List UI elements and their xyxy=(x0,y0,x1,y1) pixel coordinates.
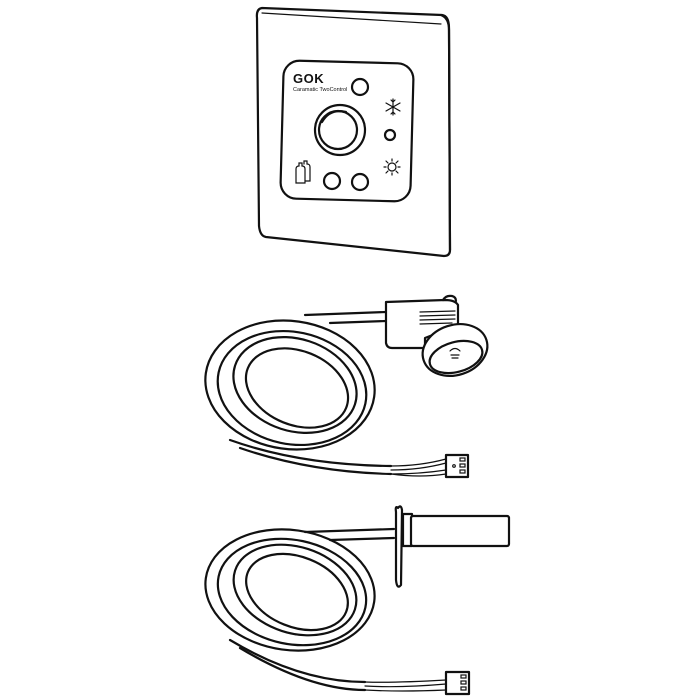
gas-button-1[interactable] xyxy=(322,171,342,191)
status-led xyxy=(383,128,397,142)
probe-sensor xyxy=(409,514,511,548)
model-label: Caramatic TwoControl xyxy=(293,87,347,93)
control-panel: GOK Caramatic TwoControl xyxy=(255,6,452,258)
probe-flange xyxy=(394,505,404,588)
gas-bottles-icon xyxy=(295,160,311,184)
snowflake-icon xyxy=(385,98,401,116)
temperature-sensor-cable xyxy=(204,505,511,696)
brand-logo: GOK xyxy=(293,71,324,86)
remote-sensor-cable xyxy=(204,294,489,479)
top-button[interactable] xyxy=(350,77,370,97)
sun-icon xyxy=(383,158,401,176)
gas-button-2[interactable] xyxy=(350,172,370,192)
